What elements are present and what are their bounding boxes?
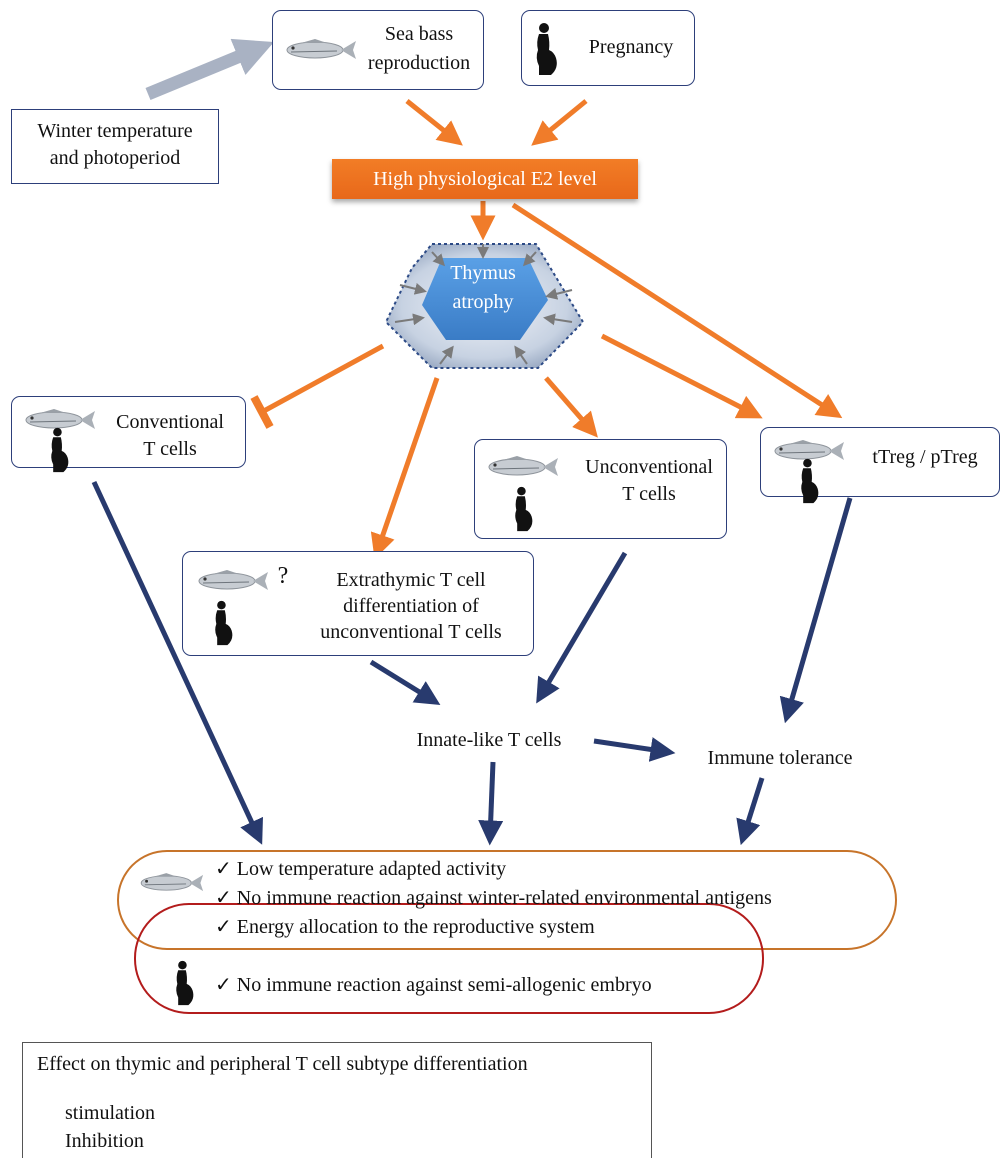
outcome-item-3-text: Energy allocation to the reproductive sy… bbox=[236, 916, 595, 938]
extrathymic-box: ? Extrathymic T cell differentiation of … bbox=[182, 551, 534, 656]
pregnant-woman-icon bbox=[515, 486, 533, 532]
legend-title: Effect on thymic and peripheral T cell s… bbox=[37, 1053, 528, 1075]
arrow-innate-to-outcome bbox=[478, 761, 504, 846]
fish-icon bbox=[774, 440, 844, 460]
arrow-unconventional-to-innate bbox=[536, 551, 628, 704]
check-icon: ✓ bbox=[215, 974, 232, 996]
thymus-atrophy-label: Thymus atrophy bbox=[418, 259, 548, 317]
seabass-reproduction-box: Sea bass reproduction bbox=[272, 10, 484, 90]
pregnant-woman-icon bbox=[536, 23, 557, 75]
winter-temperature-box: Winter temperature and photoperiod bbox=[11, 109, 219, 184]
fish-icon bbox=[25, 409, 95, 429]
conventional-line2: T cells bbox=[143, 438, 197, 460]
conventional-line1: Conventional bbox=[116, 411, 224, 433]
outcome-item-4: ✓ No immune reaction against semi-alloge… bbox=[215, 971, 652, 999]
fish-icon bbox=[198, 570, 268, 590]
extrathymic-line2: differentiation of bbox=[343, 595, 479, 617]
arrow-extrathymic-to-innate bbox=[369, 659, 441, 705]
outcome-item-3: ✓ Energy allocation to the reproductive … bbox=[215, 913, 595, 941]
arrow-treg-to-tolerance bbox=[779, 497, 853, 724]
arrow-pregnancy-to-e2 bbox=[531, 99, 588, 146]
fish-icon bbox=[140, 873, 204, 892]
treg-box: tTreg / pTreg bbox=[760, 427, 1000, 504]
inhibit-thymus-to-conventional bbox=[260, 343, 385, 415]
legend-stimulation-label: stimulation bbox=[65, 1102, 155, 1124]
conventional-t-cells-box: Conventional T cells bbox=[11, 396, 246, 473]
pregnancy-box: Pregnancy bbox=[521, 10, 695, 86]
seabass-line1: Sea bass bbox=[384, 23, 454, 45]
outcome-item-1: ✓ Low temperature adapted activity bbox=[215, 855, 506, 883]
immune-tolerance-label: Immune tolerance bbox=[707, 747, 853, 769]
arrow-innate-to-tolerance bbox=[593, 737, 676, 762]
winter-line1: Winter temperature bbox=[37, 120, 193, 142]
thymus-atrophy-shape bbox=[384, 243, 585, 369]
extrathymic-line1: Extrathymic T cell bbox=[336, 569, 486, 591]
outcome-item-1-text: Low temperature adapted activity bbox=[236, 858, 507, 880]
seabass-outcome-oval bbox=[117, 850, 897, 950]
outcome-item-2: ✓ No immune reaction against winter-rela… bbox=[215, 884, 772, 912]
pregnant-woman-icon bbox=[215, 600, 233, 646]
check-icon: ✓ bbox=[215, 887, 232, 909]
extrathymic-line3: unconventional T cells bbox=[320, 621, 502, 643]
pregnancy-label: Pregnancy bbox=[588, 36, 674, 58]
arrow-conventional-to-outcome bbox=[91, 480, 263, 845]
unconventional-line1: Unconventional bbox=[585, 456, 713, 478]
thymus-line1: Thymus bbox=[450, 262, 516, 284]
pregnant-woman-icon bbox=[176, 960, 194, 1006]
legend-inhibition-label: Inhibition bbox=[65, 1130, 144, 1152]
check-icon: ✓ bbox=[215, 858, 232, 880]
arrow-tolerance-to-outcome bbox=[736, 777, 765, 846]
arrow-winter-to-seabass bbox=[145, 38, 275, 101]
high-e2-level-box: High physiological E2 level bbox=[332, 159, 638, 199]
arrow-e2-to-treg bbox=[511, 202, 843, 419]
arrow-thymus-to-unconventional bbox=[544, 376, 598, 438]
unconventional-t-cells-box: Unconventional T cells bbox=[474, 439, 727, 539]
question-mark: ? bbox=[277, 563, 289, 589]
pregnant-woman-icon bbox=[801, 458, 819, 504]
winter-line2: and photoperiod bbox=[49, 147, 181, 169]
thymus-line2: atrophy bbox=[452, 291, 514, 313]
arrow-seabass-to-e2 bbox=[405, 99, 463, 146]
inhibit-bar bbox=[250, 395, 274, 429]
fish-icon bbox=[286, 39, 356, 59]
pregnant-woman-icon bbox=[51, 427, 69, 473]
outcome-item-2-text: No immune reaction against winter-relate… bbox=[236, 887, 772, 909]
unconventional-line2: T cells bbox=[622, 483, 676, 505]
treg-label: tTreg / pTreg bbox=[872, 446, 978, 468]
pregnancy-outcome-oval bbox=[134, 903, 764, 1014]
fish-icon bbox=[488, 456, 558, 476]
outcome-item-4-text: No immune reaction against semi-allogeni… bbox=[236, 974, 652, 996]
check-icon: ✓ bbox=[215, 916, 232, 938]
innate-like-t-cells-label: Innate-like T cells bbox=[416, 729, 562, 751]
seabass-line2: reproduction bbox=[367, 52, 471, 74]
legend-box: Effect on thymic and peripheral T cell s… bbox=[22, 1042, 652, 1158]
arrow-thymus-to-extrathymic bbox=[370, 377, 440, 560]
arrow-thymus-to-treg bbox=[600, 333, 763, 419]
